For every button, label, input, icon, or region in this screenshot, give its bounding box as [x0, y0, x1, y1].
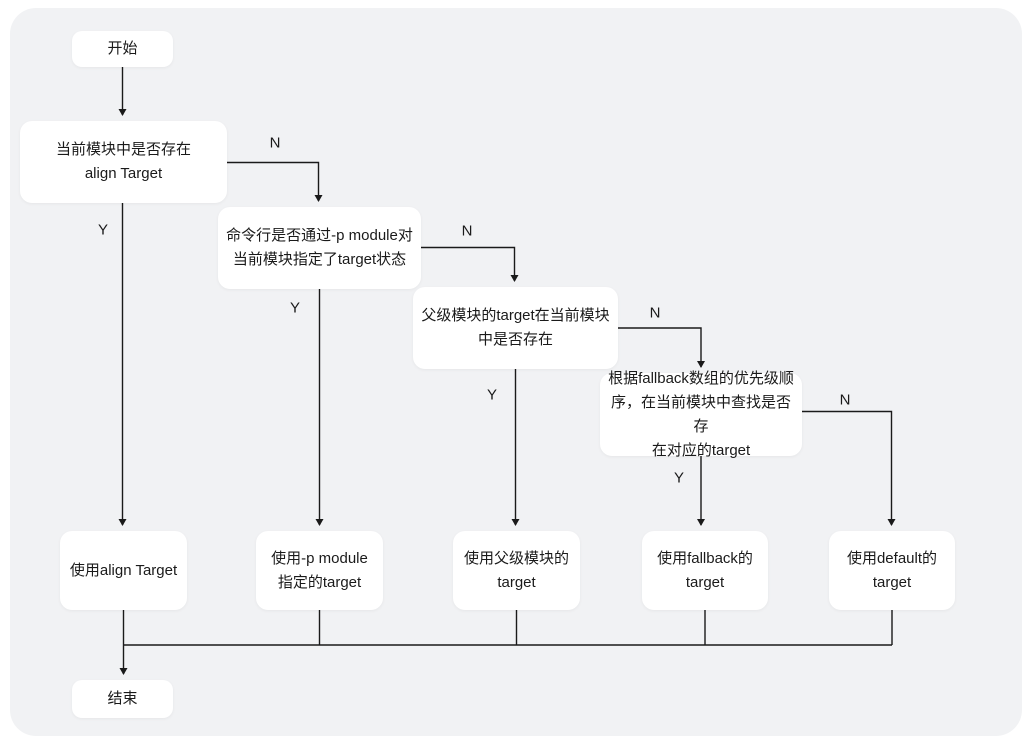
node-result-parent: 使用父级模块的 target	[453, 531, 580, 610]
node-decision-p-module: 命令行是否通过-p module对 当前模块指定了target状态	[218, 207, 421, 289]
node-decision-parent-target-label: 父级模块的target在当前模块 中是否存在	[421, 307, 610, 348]
branch-label-fallback-yes: Y	[673, 469, 685, 487]
node-decision-align-target: 当前模块中是否存在 align Target	[20, 121, 227, 203]
branch-label-parent-yes: Y	[486, 386, 498, 404]
branch-label-pmodule-no: N	[461, 222, 473, 240]
node-result-default: 使用default的 target	[829, 531, 955, 610]
branch-label-fallback-no: N	[839, 391, 851, 409]
node-decision-fallback-label: 根据fallback数组的优先级顺 序，在当前模块中查找是否存 在对应的targ…	[608, 369, 794, 459]
node-result-p-module: 使用-p module 指定的target	[256, 531, 383, 610]
node-result-fallback: 使用fallback的 target	[642, 531, 768, 610]
node-start-label: 开始	[107, 40, 138, 57]
node-result-default-label: 使用default的 target	[846, 549, 938, 591]
branch-label-parent-no: N	[649, 304, 661, 322]
branch-label-align-yes: Y	[97, 221, 109, 239]
node-decision-fallback: 根据fallback数组的优先级顺 序，在当前模块中查找是否存 在对应的targ…	[600, 370, 802, 459]
node-result-fallback-label: 使用fallback的 target	[657, 549, 753, 591]
branch-label-pmodule-yes: Y	[289, 299, 301, 317]
node-decision-p-module-label: 命令行是否通过-p module对 当前模块指定了target状态	[226, 227, 413, 268]
node-decision-align-target-label: 当前模块中是否存在 align Target	[55, 141, 191, 182]
node-result-align: 使用align Target	[60, 531, 187, 610]
branch-label-align-no: N	[269, 134, 281, 152]
node-end-label: 结束	[107, 690, 138, 707]
node-start: 开始	[72, 31, 173, 67]
node-result-parent-label: 使用父级模块的 target	[463, 549, 569, 591]
node-decision-parent-target: 父级模块的target在当前模块 中是否存在	[413, 287, 618, 369]
node-result-align-label: 使用align Target	[69, 561, 178, 579]
node-result-p-module-label: 使用-p module 指定的target	[271, 549, 368, 591]
node-end: 结束	[72, 680, 173, 718]
diagram-panel	[10, 8, 1022, 736]
